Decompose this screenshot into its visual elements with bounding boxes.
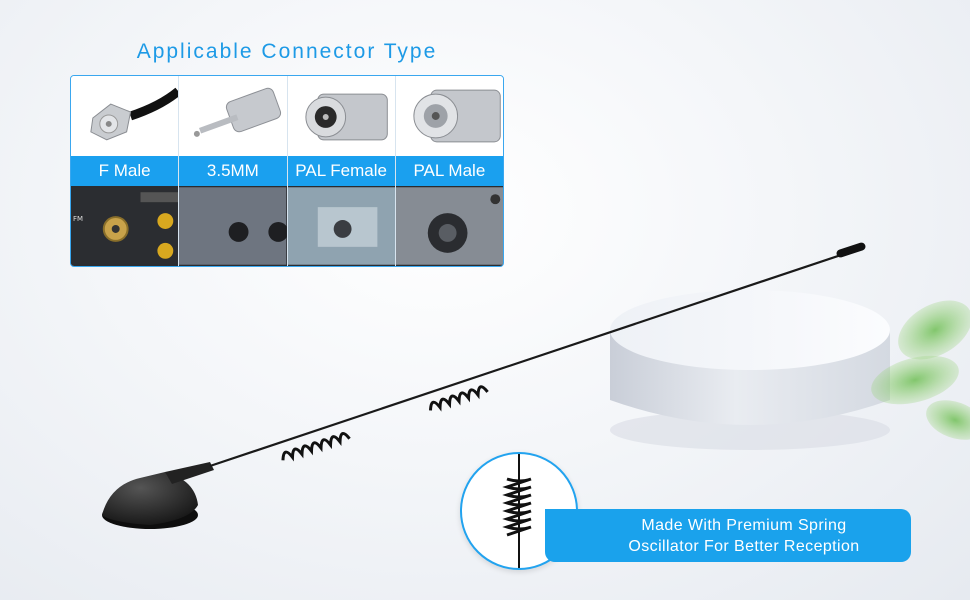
connector-panel: F Male FM 3.5MM [70, 75, 504, 267]
connector-label: 3.5MM [179, 156, 287, 186]
connector-f-male: F Male FM [71, 76, 180, 266]
3-5mm-connector-photo [179, 76, 287, 156]
pal-male-connector-photo [395, 76, 503, 156]
leaf-decoration [871, 300, 970, 440]
pal-female-jack-photo [287, 186, 395, 266]
3-5mm-jack-photo [179, 186, 287, 266]
callout-line-1: Made With Premium Spring [641, 516, 847, 534]
pedestal [610, 290, 890, 450]
connector-label: PAL Male [395, 156, 503, 186]
connector-label: F Male [71, 156, 179, 186]
spring-callout-banner: Made With Premium Spring Oscillator For … [545, 509, 911, 562]
svg-text:FM: FM [73, 215, 83, 223]
pal-female-connector-photo [287, 76, 395, 156]
f-male-connector-photo [71, 76, 179, 156]
connector-3-5mm: 3.5MM [179, 76, 288, 266]
callout-line-2: Oscillator For Better Reception [628, 537, 860, 555]
connector-label: PAL Female [287, 156, 395, 186]
connector-pal-female: PAL Female [287, 76, 396, 266]
antenna [102, 242, 866, 529]
connector-section-title: Applicable Connector Type [136, 40, 438, 63]
pal-male-jack-photo [395, 186, 503, 266]
f-male-jack-photo: FM [71, 186, 179, 266]
connector-pal-male: PAL Male [395, 76, 503, 266]
